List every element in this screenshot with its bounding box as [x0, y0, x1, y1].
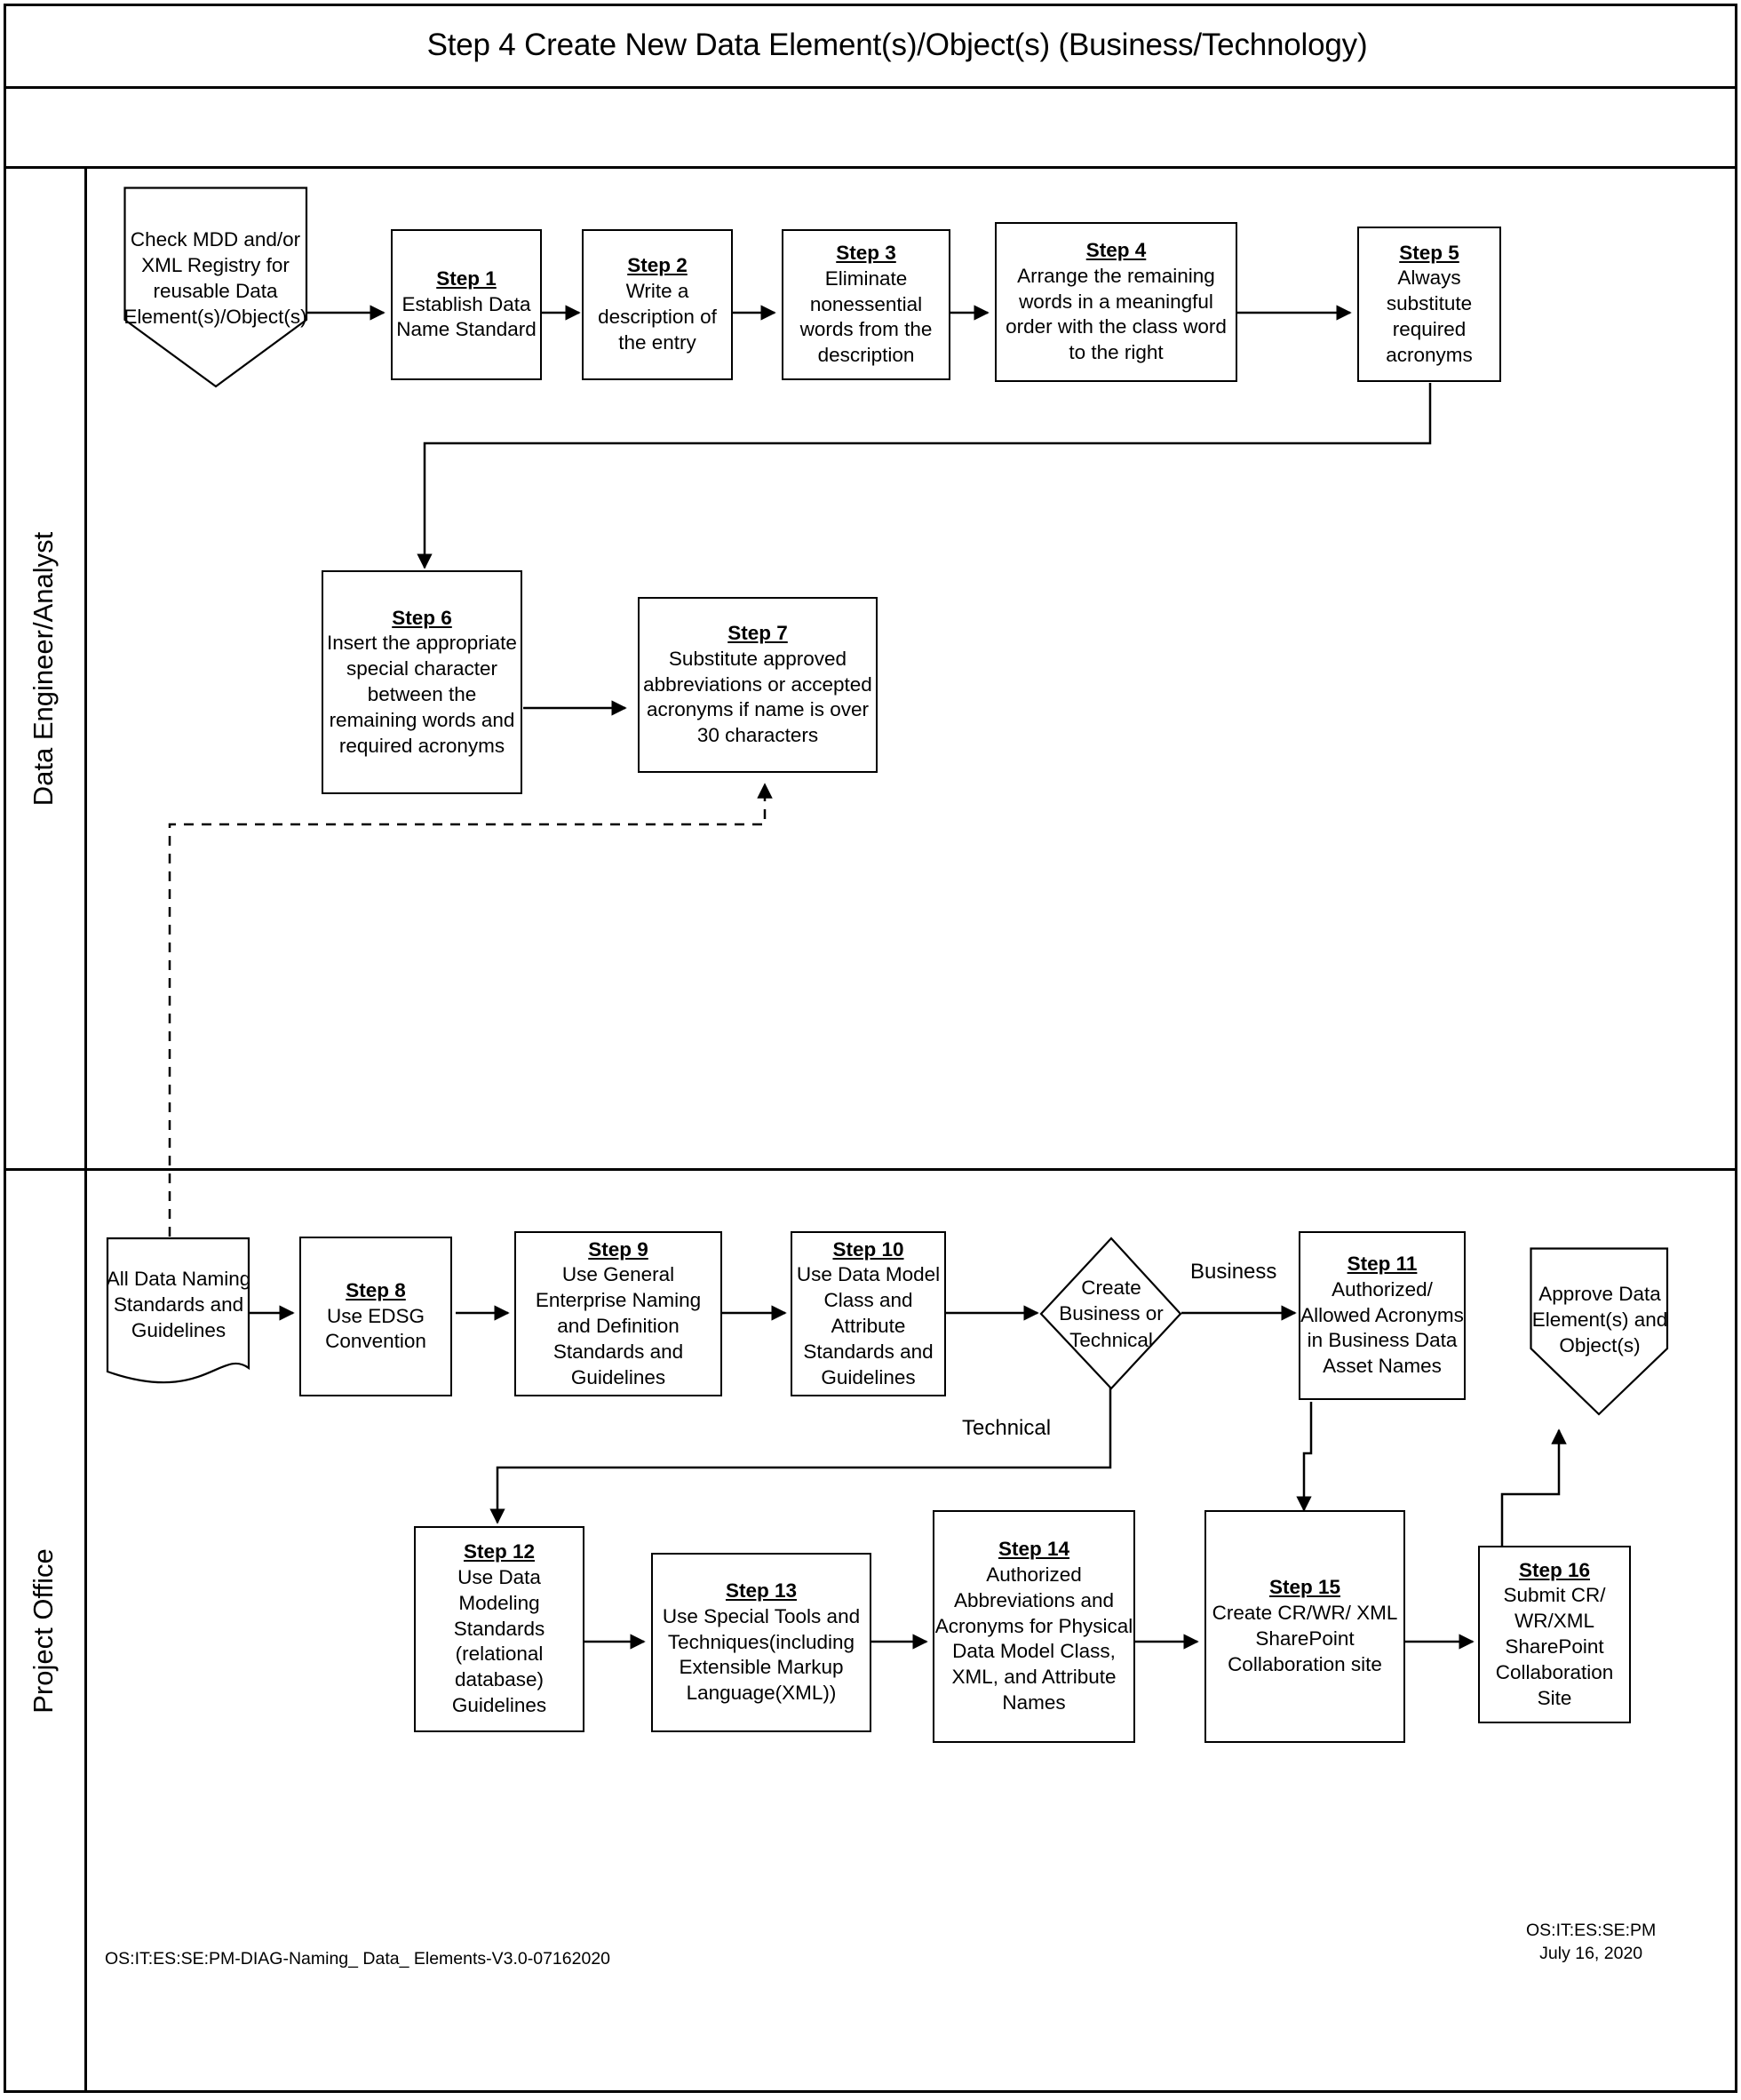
node-text: Insert the appropriate special character…: [327, 632, 517, 757]
node-text: Use EDSG Convention: [325, 1304, 426, 1353]
node-step-16[interactable]: Step 16 Submit CR/ WR/XML SharePoint Col…: [1478, 1546, 1631, 1723]
node-step-label: Step 14: [998, 1538, 1070, 1561]
node-text: Use Data Model Class and Attribute Stand…: [796, 1263, 941, 1388]
node-step-label: Step 12: [463, 1540, 536, 1563]
title-band: Step 4 Create New Data Element(s)/Object…: [4, 4, 1737, 89]
lane-label-data-engineer-analyst: Data Engineer/Analyst: [4, 169, 83, 1168]
node-text: Use Data Modeling Standards (relational …: [451, 1566, 547, 1716]
node-text: Authorized/ Allowed Acronyms in Business…: [1300, 1277, 1464, 1378]
node-text: Always substitute required acronyms: [1386, 266, 1473, 366]
node-step-label: Step 2: [627, 254, 688, 277]
node-text: Create CR/WR/ XML SharePoint Collaborati…: [1212, 1602, 1398, 1675]
footer-owner-date: OS:IT:ES:SE:PM July 16, 2020: [1526, 1921, 1657, 1964]
lane-label-text: Project Office: [28, 1547, 60, 1714]
node-step-11[interactable]: Step 11 Authorized/ Allowed Acronyms in …: [1299, 1231, 1466, 1400]
node-step-label: Step 16: [1518, 1558, 1591, 1581]
node-step-10[interactable]: Step 10 Use Data Model Class and Attribu…: [791, 1231, 946, 1396]
node-step-9[interactable]: Step 9 Use General Enterprise Naming and…: [514, 1231, 722, 1396]
node-step-label: Step 4: [1085, 239, 1147, 261]
node-text: Submit CR/ WR/XML SharePoint Collaborati…: [1495, 1584, 1614, 1709]
node-step-label: Step 6: [392, 606, 452, 629]
node-text: Check MDD and/or XML Registry for reusab…: [123, 228, 307, 328]
node-step-label: Step 3: [836, 242, 896, 264]
node-step-14[interactable]: Step 14 Authorized Abbreviations and Acr…: [933, 1510, 1135, 1743]
node-text: Use General Enterprise Naming and Defini…: [535, 1263, 702, 1388]
node-text: Write a description of the entry: [598, 280, 717, 354]
node-step-6[interactable]: Step 6 Insert the appropriate special ch…: [322, 570, 522, 794]
node-step-5[interactable]: Step 5 Always substitute required acrony…: [1357, 227, 1501, 382]
footer-document-id: OS:IT:ES:SE:PM-DIAG-Naming_ Data_ Elemen…: [105, 1949, 611, 1969]
node-step-label: Step 13: [725, 1579, 798, 1602]
node-text: Authorized Abbreviations and Acronyms fo…: [934, 1563, 1133, 1714]
node-step-label: Step 7: [727, 622, 788, 644]
node-step-2[interactable]: Step 2 Write a description of the entry: [582, 229, 733, 380]
lane-divider: [4, 1168, 1737, 1171]
node-all-data-naming-standards[interactable]: All Data Naming Standards and Guidelines: [106, 1237, 251, 1374]
node-step-3[interactable]: Step 3 Eliminate nonessential words from…: [782, 229, 950, 380]
diagram-border: [4, 4, 1737, 2093]
node-step-label: Step 15: [1268, 1576, 1341, 1599]
node-step-label: Step 10: [832, 1237, 904, 1261]
node-create-business-or-technical[interactable]: Create Business or Technical: [1039, 1237, 1183, 1391]
node-text: Arrange the remaining words in a meaning…: [1006, 264, 1227, 364]
node-step-label: Step 11: [1347, 1253, 1418, 1275]
node-step-7[interactable]: Step 7 Substitute approved abbreviations…: [638, 597, 878, 773]
lane-label-text: Data Engineer/Analyst: [28, 531, 59, 806]
node-step-4[interactable]: Step 4 Arrange the remaining words in a …: [995, 222, 1237, 382]
node-step-8[interactable]: Step 8 Use EDSG Convention: [299, 1237, 452, 1396]
page-title: Step 4 Create New Data Element(s)/Object…: [426, 27, 1368, 62]
node-text: Eliminate nonessential words from the de…: [799, 266, 933, 367]
node-step-label: Step 8: [346, 1278, 406, 1301]
subtitle-band: [4, 89, 1737, 169]
node-step-label: Step 1: [436, 266, 497, 290]
node-text: Establish Data Name Standard: [396, 292, 537, 341]
node-step-label: Step 5: [1399, 241, 1459, 264]
node-step-1[interactable]: Step 1 Establish Data Name Standard: [391, 229, 542, 380]
node-check-mdd-registry-text: Check MDD and/or XML Registry for reusab…: [123, 187, 307, 371]
node-text: Use Special Tools and Techniques(includi…: [662, 1604, 861, 1705]
lane-label-project-office: Project Office: [4, 1168, 83, 2093]
node-step-label: Step 9: [588, 1237, 648, 1261]
node-text: Approve Data Element(s) and Object(s): [1531, 1283, 1668, 1356]
node-all-data-naming-standards-outline: [106, 1237, 250, 1384]
node-text: Create Business or Technical: [1059, 1277, 1164, 1351]
node-step-13[interactable]: Step 13 Use Special Tools and Techniques…: [651, 1553, 871, 1732]
node-step-12[interactable]: Step 12 Use Data Modeling Standards (rel…: [414, 1526, 584, 1732]
lane-column-divider: [84, 169, 87, 2093]
node-text: All Data Naming Standards and Guidelines: [106, 1268, 251, 1341]
node-text: Substitute approved abbreviations or acc…: [643, 647, 872, 747]
node-create-business-or-technical-outline: [1039, 1237, 1182, 1390]
edge-label-business: Business: [1190, 1260, 1277, 1284]
edge-label-technical: Technical: [962, 1416, 1052, 1440]
node-step-15[interactable]: Step 15 Create CR/WR/ XML SharePoint Col…: [1204, 1510, 1405, 1743]
node-approve-data-element[interactable]: Approve Data Element(s) and Object(s): [1530, 1247, 1670, 1394]
